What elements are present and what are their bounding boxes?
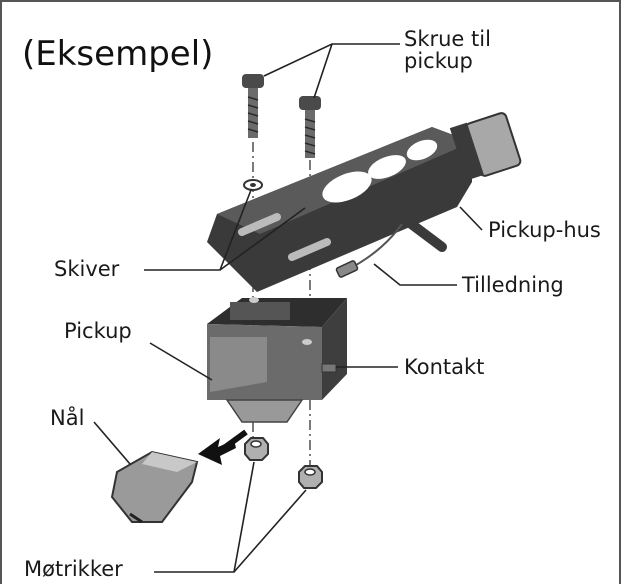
headshell-icon	[207, 112, 522, 292]
mounting-screw-left	[242, 74, 264, 138]
connector-label: Kontakt	[404, 355, 485, 379]
stylus-label: Nål	[50, 406, 85, 430]
nuts-icon	[244, 437, 323, 489]
leader-lines	[93, 43, 483, 573]
nuts-label: Møtrikker	[24, 557, 123, 581]
example-title: (Eksempel)	[22, 34, 214, 74]
screw-label: Skrue til pickup	[404, 28, 491, 72]
headshell-label: Pickup-hus	[488, 218, 601, 242]
cartridge-label: Pickup	[64, 319, 132, 343]
screw-label-line1: Skrue til	[404, 27, 491, 51]
washers-label: Skiver	[54, 257, 120, 281]
insert-remove-arrow-icon	[198, 429, 248, 465]
screw-label-line2: pickup	[404, 49, 473, 74]
cartridge-icon	[207, 297, 347, 423]
mounting-screw-right	[299, 96, 321, 158]
lead-wire-label: Tilledning	[462, 273, 564, 297]
lead-wire-icon	[335, 223, 403, 278]
stylus-icon	[110, 450, 199, 524]
